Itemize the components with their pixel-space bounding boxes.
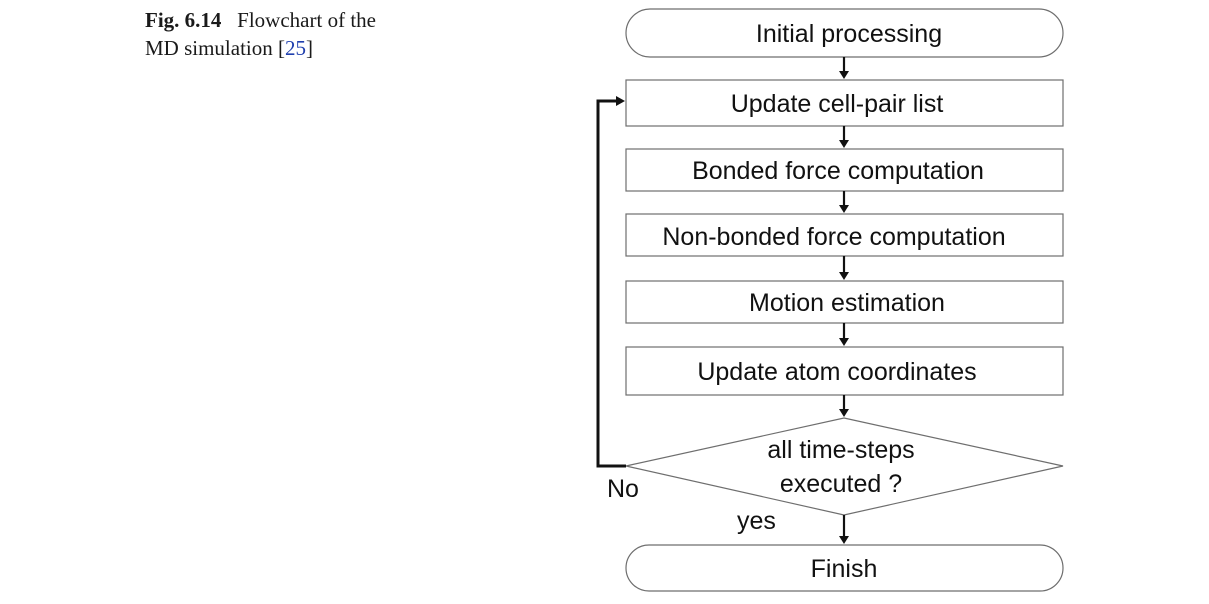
start-node: Initial processing — [625, 8, 1064, 58]
figure-label: Fig. 6.14 — [145, 8, 222, 32]
step-bonded-force-computation: Bonded force computation — [625, 148, 1064, 192]
step-update-cell-pair-list: Update cell-pair list — [625, 79, 1064, 127]
no-branch-label: No — [607, 475, 639, 503]
yes-branch-label: yes — [737, 507, 776, 535]
caption-text-line2: MD simulation [ — [145, 36, 285, 60]
end-node-label: Finish — [811, 555, 878, 583]
reference-link[interactable]: 25 — [285, 36, 306, 60]
arrow-step5-to-decision — [839, 395, 849, 417]
arrow-decision-to-end — [839, 515, 849, 544]
connector-arrows — [596, 57, 849, 544]
start-node-label: Initial processing — [756, 20, 942, 48]
end-node: Finish — [625, 544, 1064, 592]
caption-text-line1: Flowchart of the — [237, 8, 376, 32]
step-update-atom-coordinates: Update atom coordinates — [625, 346, 1064, 396]
decision-node: all time-steps executed ? — [625, 417, 1064, 516]
arrow-step3-to-step4 — [839, 256, 849, 280]
step-motion-estimation: Motion estimation — [625, 280, 1064, 324]
step-non-bonded-force-computation: Non-bonded force computation — [625, 213, 1064, 257]
decision-line2: executed ? — [780, 470, 902, 498]
step-label: Update atom coordinates — [697, 358, 976, 386]
step-label: Motion estimation — [749, 289, 945, 317]
arrow-start-to-step1 — [839, 57, 849, 79]
arrow-step2-to-step3 — [839, 191, 849, 213]
loop-back-arrow — [596, 96, 626, 468]
arrow-step4-to-step5 — [839, 323, 849, 346]
decision-line1: all time-steps — [767, 436, 914, 464]
figure-caption: Fig. 6.14 Flowchart of the MD simulation… — [145, 6, 376, 62]
step-label: Update cell-pair list — [731, 90, 944, 118]
step-label: Bonded force computation — [692, 157, 984, 185]
caption-close: ] — [306, 36, 313, 60]
step-label: Non-bonded force computation — [662, 223, 1005, 251]
arrow-step1-to-step2 — [839, 126, 849, 148]
